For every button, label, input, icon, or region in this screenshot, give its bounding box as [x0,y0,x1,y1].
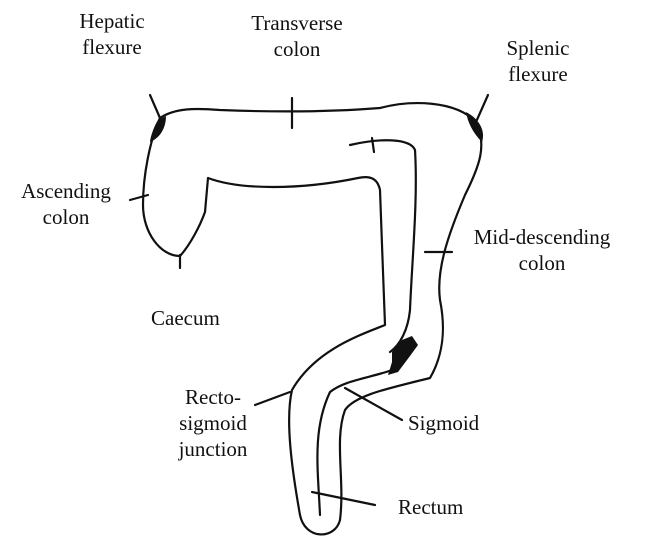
pointer-splenic [476,95,488,122]
lesion-mark [388,336,418,375]
splenic-flexure-shading [466,112,483,142]
pointer-hepatic [150,95,160,118]
label-caecum: Caecum [151,305,220,331]
pointer-rectum [312,492,375,505]
label-ascending-colon: Ascending colon [6,178,126,230]
pointer-ascending [130,195,148,200]
label-mid-descending-colon: Mid-descending colon [462,224,622,276]
label-splenic-flexure: Splenic flexure [488,35,588,87]
label-sigmoid: Sigmoid [408,410,479,436]
label-transverse-colon: Transverse colon [232,10,362,62]
label-recto-sigmoid-junction: Recto- sigmoid junction [168,384,258,462]
label-hepatic-flexure: Hepatic flexure [62,8,162,60]
label-rectum: Rectum [398,494,463,520]
pointer-recto [255,392,290,405]
